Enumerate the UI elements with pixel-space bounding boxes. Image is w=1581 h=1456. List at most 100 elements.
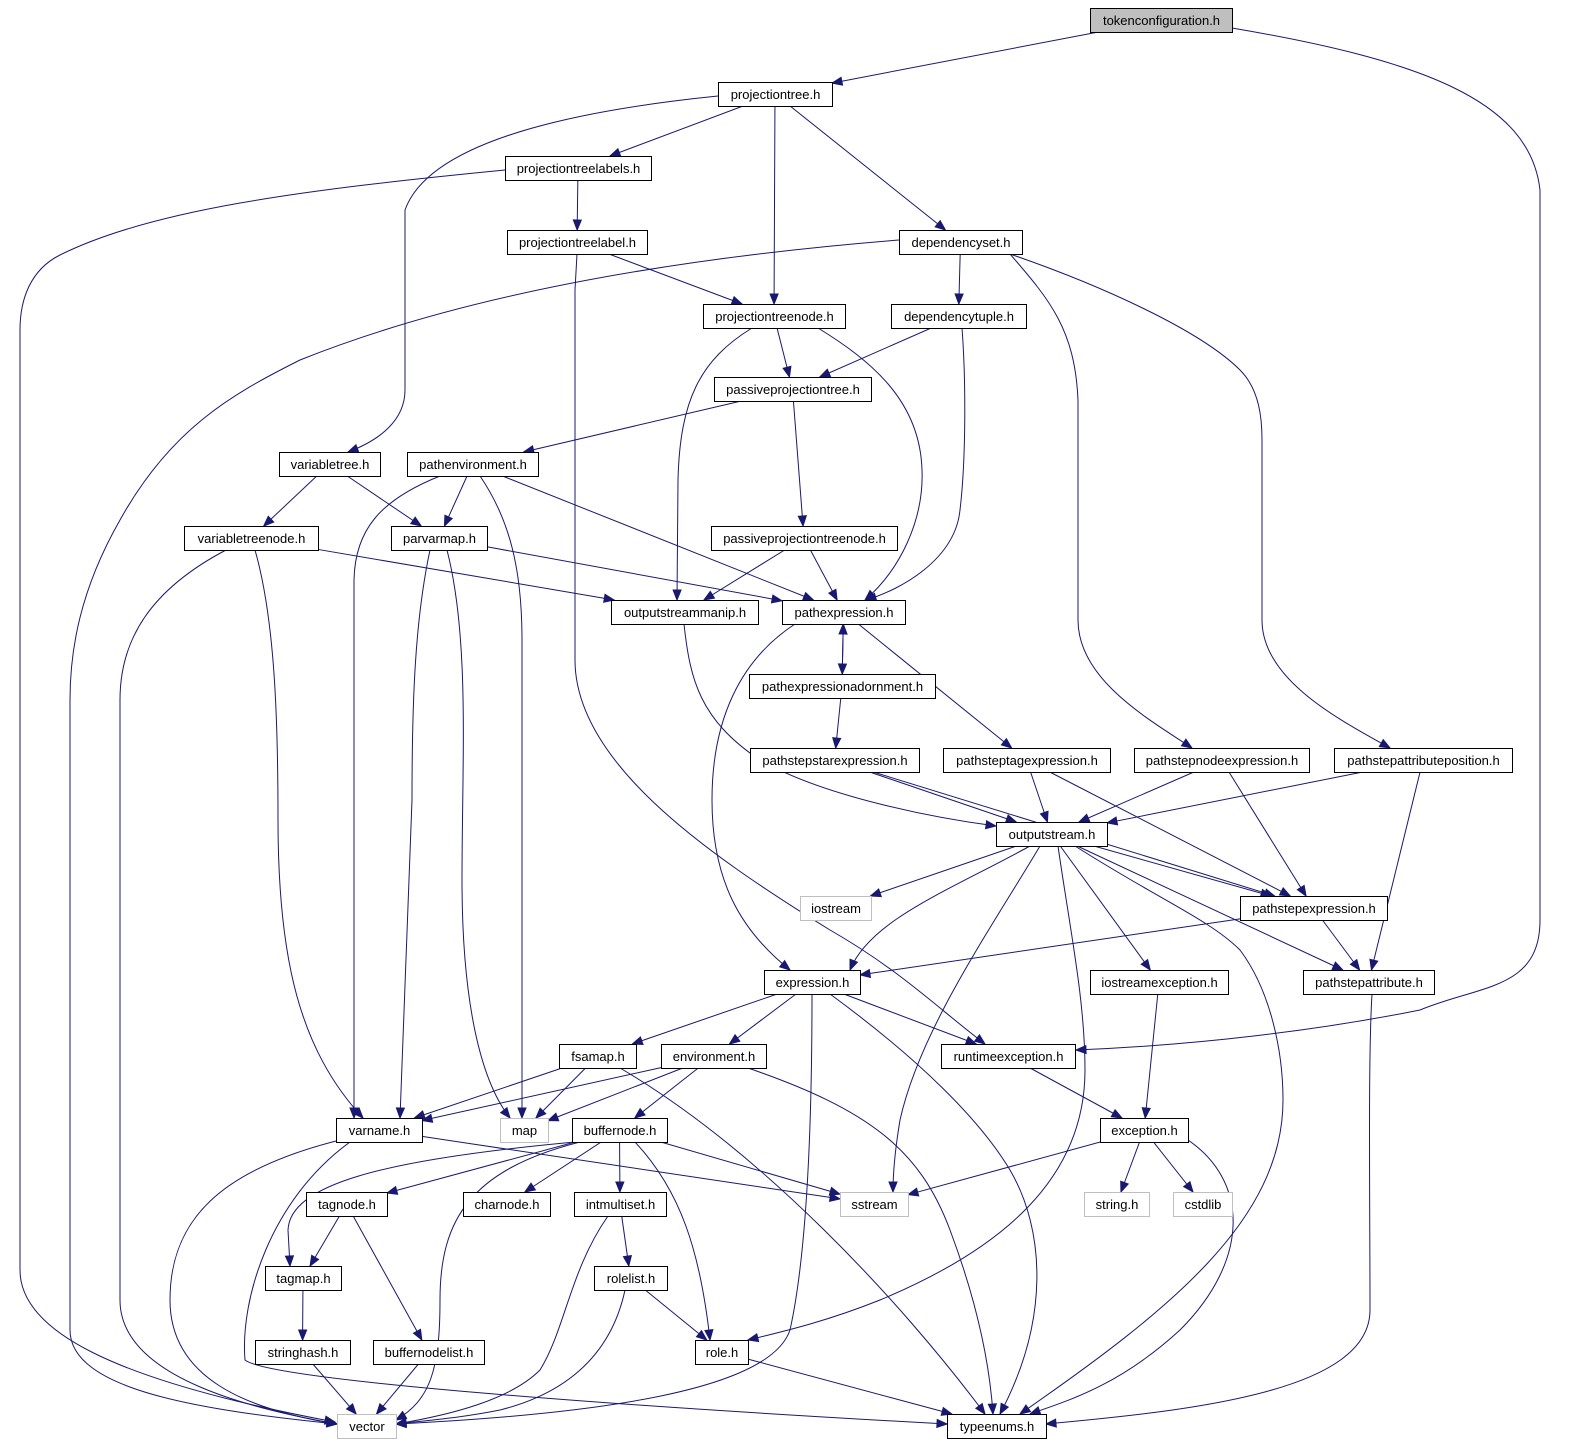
node-box-intmultiset[interactable] [574,1192,667,1217]
node-intmultiset[interactable]: intmultiset.h [574,1192,667,1217]
node-box-tagmap[interactable] [265,1266,342,1291]
node-box-outputstream[interactable] [996,822,1108,847]
node-pathstepstarexpression[interactable]: pathstepstarexpression.h [750,748,920,773]
node-box-rolelist[interactable] [594,1266,668,1291]
node-box-exception[interactable] [1100,1118,1189,1143]
node-box-pathexpression[interactable] [782,600,906,625]
node-buffernode[interactable]: buffernode.h [572,1118,668,1143]
node-box-environment[interactable] [661,1044,767,1069]
node-box-pathstepstarexpression[interactable] [750,748,920,773]
node-box-sstream[interactable] [840,1192,909,1217]
node-outputstreammanip[interactable]: outputstreammanip.h [611,600,759,625]
node-role[interactable]: role.h [695,1340,749,1365]
node-dependencyset[interactable]: dependencyset.h [899,230,1023,255]
node-pathstepexpression[interactable]: pathstepexpression.h [1240,896,1388,921]
node-box-pathsteptagexpression[interactable] [943,748,1111,773]
node-tagmap[interactable]: tagmap.h [265,1266,342,1291]
node-box-dependencytuple[interactable] [891,304,1027,329]
node-map[interactable]: map [500,1118,549,1143]
node-environment[interactable]: environment.h [661,1044,767,1069]
node-sstream[interactable]: sstream [840,1192,909,1217]
node-projectiontree[interactable]: projectiontree.h [718,82,833,107]
node-box-outputstreammanip[interactable] [611,600,759,625]
edge-projectiontree-to-projectiontreenode [773,105,776,305]
edge-environment-to-buffernode-arrowhead [633,1107,646,1119]
node-box-projectiontree[interactable] [718,82,833,107]
node-exception[interactable]: exception.h [1100,1118,1189,1143]
node-box-buffernode[interactable] [572,1118,668,1143]
node-box-pathstepattribute[interactable] [1303,970,1435,995]
node-box-expression[interactable] [764,970,861,995]
node-box-tokenconfiguration[interactable] [1090,8,1233,33]
node-dependencytuple[interactable]: dependencytuple.h [891,304,1027,329]
node-passiveprojectiontree[interactable]: passiveprojectiontree.h [714,377,872,402]
node-box-iostreamexception[interactable] [1090,970,1229,995]
node-box-pathenvironment[interactable] [407,452,539,477]
node-box-projectiontreelabels[interactable] [505,156,652,181]
node-cstdlib[interactable]: cstdlib [1173,1192,1233,1217]
node-box-passiveprojectiontree[interactable] [714,377,872,402]
node-box-pathexpressionadornment[interactable] [749,674,936,699]
node-expression[interactable]: expression.h [764,970,861,995]
node-box-string[interactable] [1084,1192,1150,1217]
node-passiveprojectiontreenode[interactable]: passiveprojectiontreenode.h [711,526,898,551]
node-pathstepattributeposition[interactable]: pathstepattributeposition.h [1334,748,1513,773]
node-parvarmap[interactable]: parvarmap.h [391,526,488,551]
node-variabletree[interactable]: variabletree.h [279,452,381,477]
node-box-iostream[interactable] [800,896,872,921]
node-box-map[interactable] [500,1118,549,1143]
node-box-charnode[interactable] [463,1192,551,1217]
edge-projectiontree-to-projectiontreenode-arrowhead [769,293,779,306]
node-runtimeexception[interactable]: runtimeexception.h [941,1044,1076,1069]
node-pathstepnodeexpression[interactable]: pathstepnodeexpression.h [1134,748,1310,773]
node-charnode[interactable]: charnode.h [463,1192,551,1217]
node-box-vector[interactable] [337,1414,397,1439]
node-string[interactable]: string.h [1084,1192,1150,1217]
node-fsamap[interactable]: fsamap.h [559,1044,637,1069]
node-box-tagnode[interactable] [306,1192,388,1217]
node-box-pathstepattributeposition[interactable] [1334,748,1513,773]
node-typeenums[interactable]: typeenums.h [947,1414,1047,1439]
node-box-fsamap[interactable] [559,1044,637,1069]
node-stringhash[interactable]: stringhash.h [255,1340,351,1365]
node-box-cstdlib[interactable] [1173,1192,1233,1217]
edge-parvarmap-to-map-arrowhead [499,1106,511,1120]
node-box-buffernodelist[interactable] [373,1340,485,1365]
node-pathexpressionadornment[interactable]: pathexpressionadornment.h [749,674,936,699]
node-pathsteptagexpression[interactable]: pathsteptagexpression.h [943,748,1111,773]
node-pathexpression[interactable]: pathexpression.h [782,600,906,625]
edge-outputstream-to-expression [849,845,1031,971]
node-rolelist[interactable]: rolelist.h [594,1266,668,1291]
node-projectiontreelabel[interactable]: projectiontreelabel.h [507,230,648,255]
node-box-projectiontreenode[interactable] [703,304,846,329]
node-box-stringhash[interactable] [255,1340,351,1365]
node-outputstream[interactable]: outputstream.h [996,822,1108,847]
node-box-variabletreenode[interactable] [184,526,319,551]
node-box-passiveprojectiontreenode[interactable] [711,526,898,551]
node-box-runtimeexception[interactable] [941,1044,1076,1069]
node-box-dependencyset[interactable] [899,230,1023,255]
edge-pathstepattributeposition-to-pathstepattribute-arrowhead [1369,958,1379,972]
node-box-projectiontreelabel[interactable] [507,230,648,255]
node-pathstepattribute[interactable]: pathstepattribute.h [1303,970,1435,995]
node-box-pathstepnodeexpression[interactable] [1134,748,1310,773]
node-tagnode[interactable]: tagnode.h [306,1192,388,1217]
node-box-pathstepexpression[interactable] [1240,896,1388,921]
node-iostream[interactable]: iostream [800,896,872,921]
node-pathenvironment[interactable]: pathenvironment.h [407,452,539,477]
node-vector[interactable]: vector [337,1414,397,1439]
edge-pathenvironment-to-varname [353,475,441,1118]
edge-outputstream-to-role-arrowhead [746,1332,760,1343]
node-tokenconfiguration[interactable]: tokenconfiguration.h [1090,8,1233,33]
node-projectiontreelabels[interactable]: projectiontreelabels.h [505,156,652,181]
node-variabletreenode[interactable]: variabletreenode.h [184,526,319,551]
node-box-variabletree[interactable] [279,452,381,477]
node-box-varname[interactable] [336,1118,423,1143]
node-varname[interactable]: varname.h [336,1118,423,1143]
node-projectiontreenode[interactable]: projectiontreenode.h [703,304,846,329]
node-buffernodelist[interactable]: buffernodelist.h [373,1340,485,1365]
node-box-parvarmap[interactable] [391,526,488,551]
node-box-typeenums[interactable] [947,1414,1047,1439]
node-iostreamexception[interactable]: iostreamexception.h [1090,970,1229,995]
node-box-role[interactable] [695,1340,749,1365]
